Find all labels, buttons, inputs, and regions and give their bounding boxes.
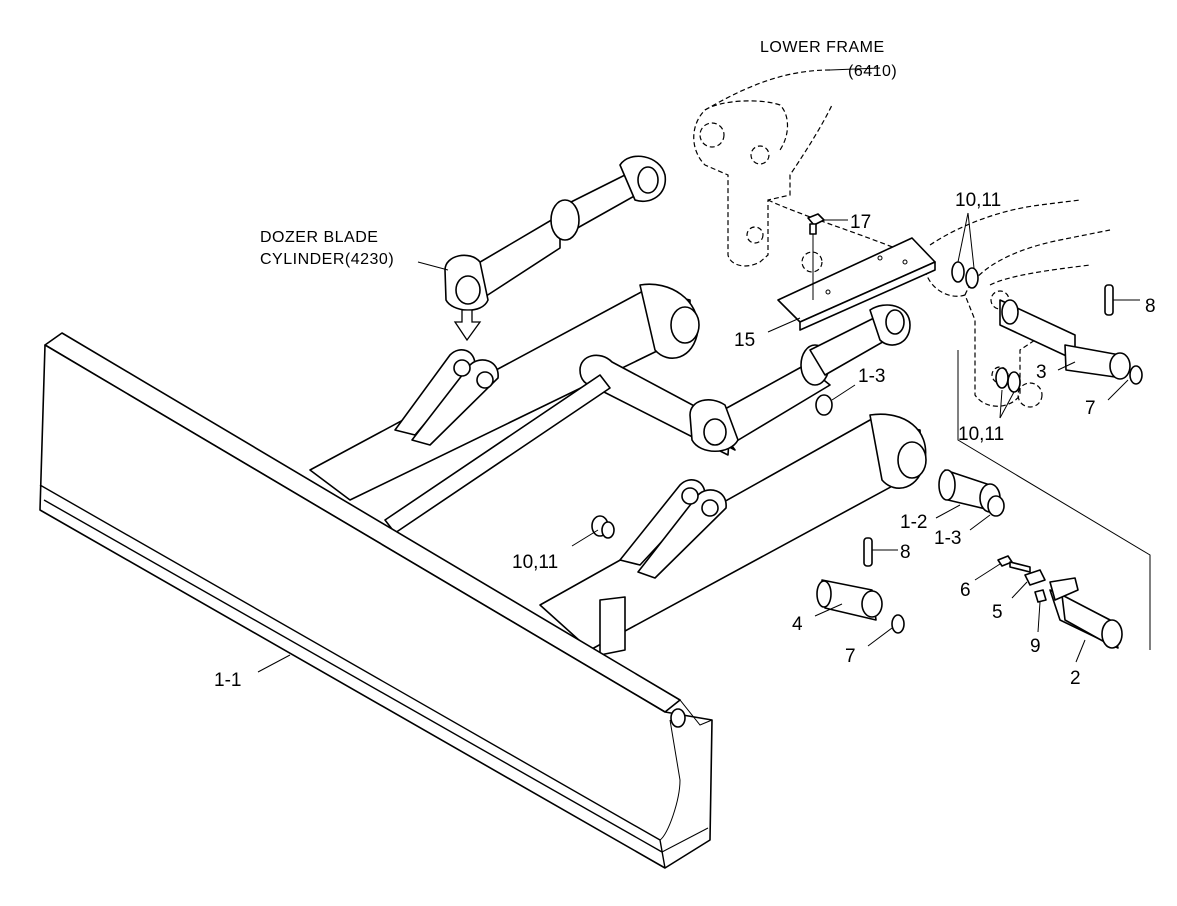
label-1-1: 1-1: [214, 670, 241, 691]
seals-10-11-left: [591, 515, 615, 539]
down-arrow-icon: [453, 309, 482, 342]
plate-5: [1024, 569, 1046, 586]
lower-frame-label: LOWER FRAME: [760, 39, 885, 56]
label-1-3-top: 1-3: [858, 366, 885, 387]
pin-2-bracket: [957, 350, 1151, 650]
label-3: 3: [1036, 362, 1047, 383]
label-9: 9: [1030, 636, 1041, 657]
cylinder-label-line1: DOZER BLADE: [260, 229, 378, 246]
label-7-bottom: 7: [845, 646, 856, 667]
leader-lines: [257, 212, 1140, 673]
nipple-9: [1034, 589, 1047, 603]
label-17: 17: [850, 212, 871, 233]
pin-2: [1049, 577, 1123, 649]
front-cylinder-lugs: [619, 479, 727, 579]
pin-3: [999, 299, 1131, 380]
plate-15: [777, 237, 936, 331]
label-2: 2: [1070, 668, 1081, 689]
bolt-6: [997, 555, 1031, 573]
pin-4: [816, 579, 883, 621]
label-5: 5: [992, 602, 1003, 623]
dozer-blade: [39, 332, 713, 869]
cylinder-rod-assembly: [689, 304, 911, 453]
lower-frame-outline: [693, 69, 1111, 408]
label-10-11-left: 10,11: [512, 552, 558, 573]
label-4: 4: [792, 614, 803, 635]
dozer-blade-cylinder: [444, 155, 666, 311]
cylinder-label-line2: CYLINDER(4230): [260, 251, 394, 268]
label-7-top: 7: [1085, 398, 1096, 419]
label-8-bottom: 8: [900, 542, 911, 563]
label-8-top: 8: [1145, 296, 1156, 317]
lower-frame-ref-label: (6410): [848, 63, 897, 80]
label-6: 6: [960, 580, 971, 601]
label-1-2: 1-2: [900, 512, 927, 533]
pin-8-top: [1104, 284, 1114, 316]
pin-8-bottom: [863, 537, 873, 567]
label-10-11-top: 10,11: [955, 190, 1001, 211]
lower-frame-leader: [829, 67, 881, 71]
ring-1-3-bottom: [987, 495, 1005, 517]
label-15: 15: [734, 330, 755, 351]
label-1-3-bottom: 1-3: [934, 528, 961, 549]
label-10-11-mid: 10,11: [958, 424, 1004, 445]
ring-1-3-top: [815, 394, 833, 416]
rear-cylinder-lugs: [394, 349, 499, 446]
ring-7-top: [1129, 365, 1143, 385]
seals-10-11-mid: [995, 367, 1021, 393]
ring-7-bottom: [891, 614, 905, 634]
